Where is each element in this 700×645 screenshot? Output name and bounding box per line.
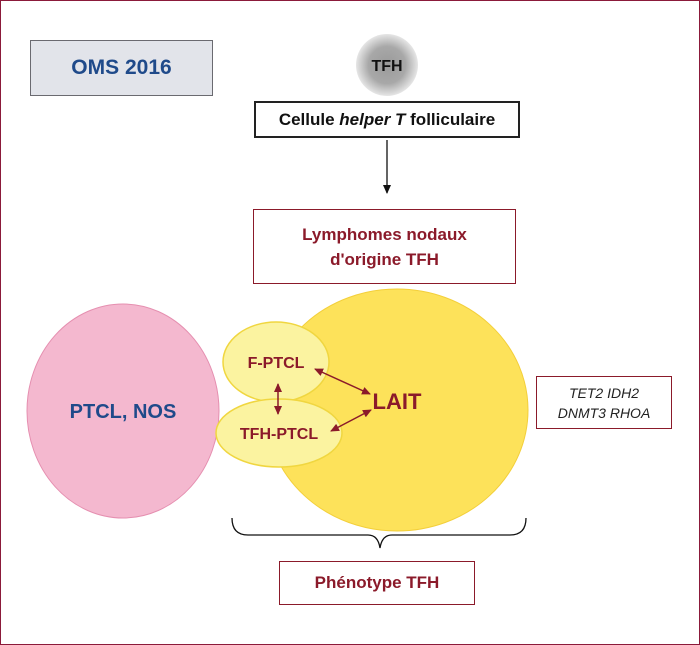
f-ptcl-label: F-PTCL [248, 355, 305, 372]
tfh-ptcl-label: TFH-PTCL [240, 426, 318, 443]
lymphomes-line2: d'origine TFH [330, 249, 439, 269]
arrow-tfhptcl-lait [330, 409, 372, 432]
ptcl-nos-label: PTCL, NOS [70, 401, 177, 423]
tfh-node-label: TFH [371, 58, 402, 75]
cellule-italic: helper T [339, 109, 406, 129]
ptcl-nos-ellipse [26, 303, 220, 519]
phenotype-box: Phénotype TFH [279, 561, 475, 605]
cellule-pre: Cellule [278, 109, 340, 129]
arrow-fptcl-lait [314, 368, 371, 395]
genes-line1: TET2 IDH2 [568, 384, 639, 401]
cellule-box: Cellule helper T folliculaire [254, 101, 520, 138]
oms-2016-label: OMS 2016 [30, 40, 213, 96]
lymphomes-box: Lymphomes nodaux d'origine TFH [253, 209, 516, 284]
genes-box: TET2 IDH2 DNMT3 RHOA [536, 376, 672, 429]
lait-label: LAIT [373, 389, 422, 414]
lymphomes-line1: Lymphomes nodaux [302, 224, 467, 244]
cellule-post: folliculaire [405, 109, 496, 129]
tfh-node-circle [356, 34, 418, 96]
genes-line2: DNMT3 RHOA [557, 404, 651, 421]
curly-brace [231, 517, 527, 549]
